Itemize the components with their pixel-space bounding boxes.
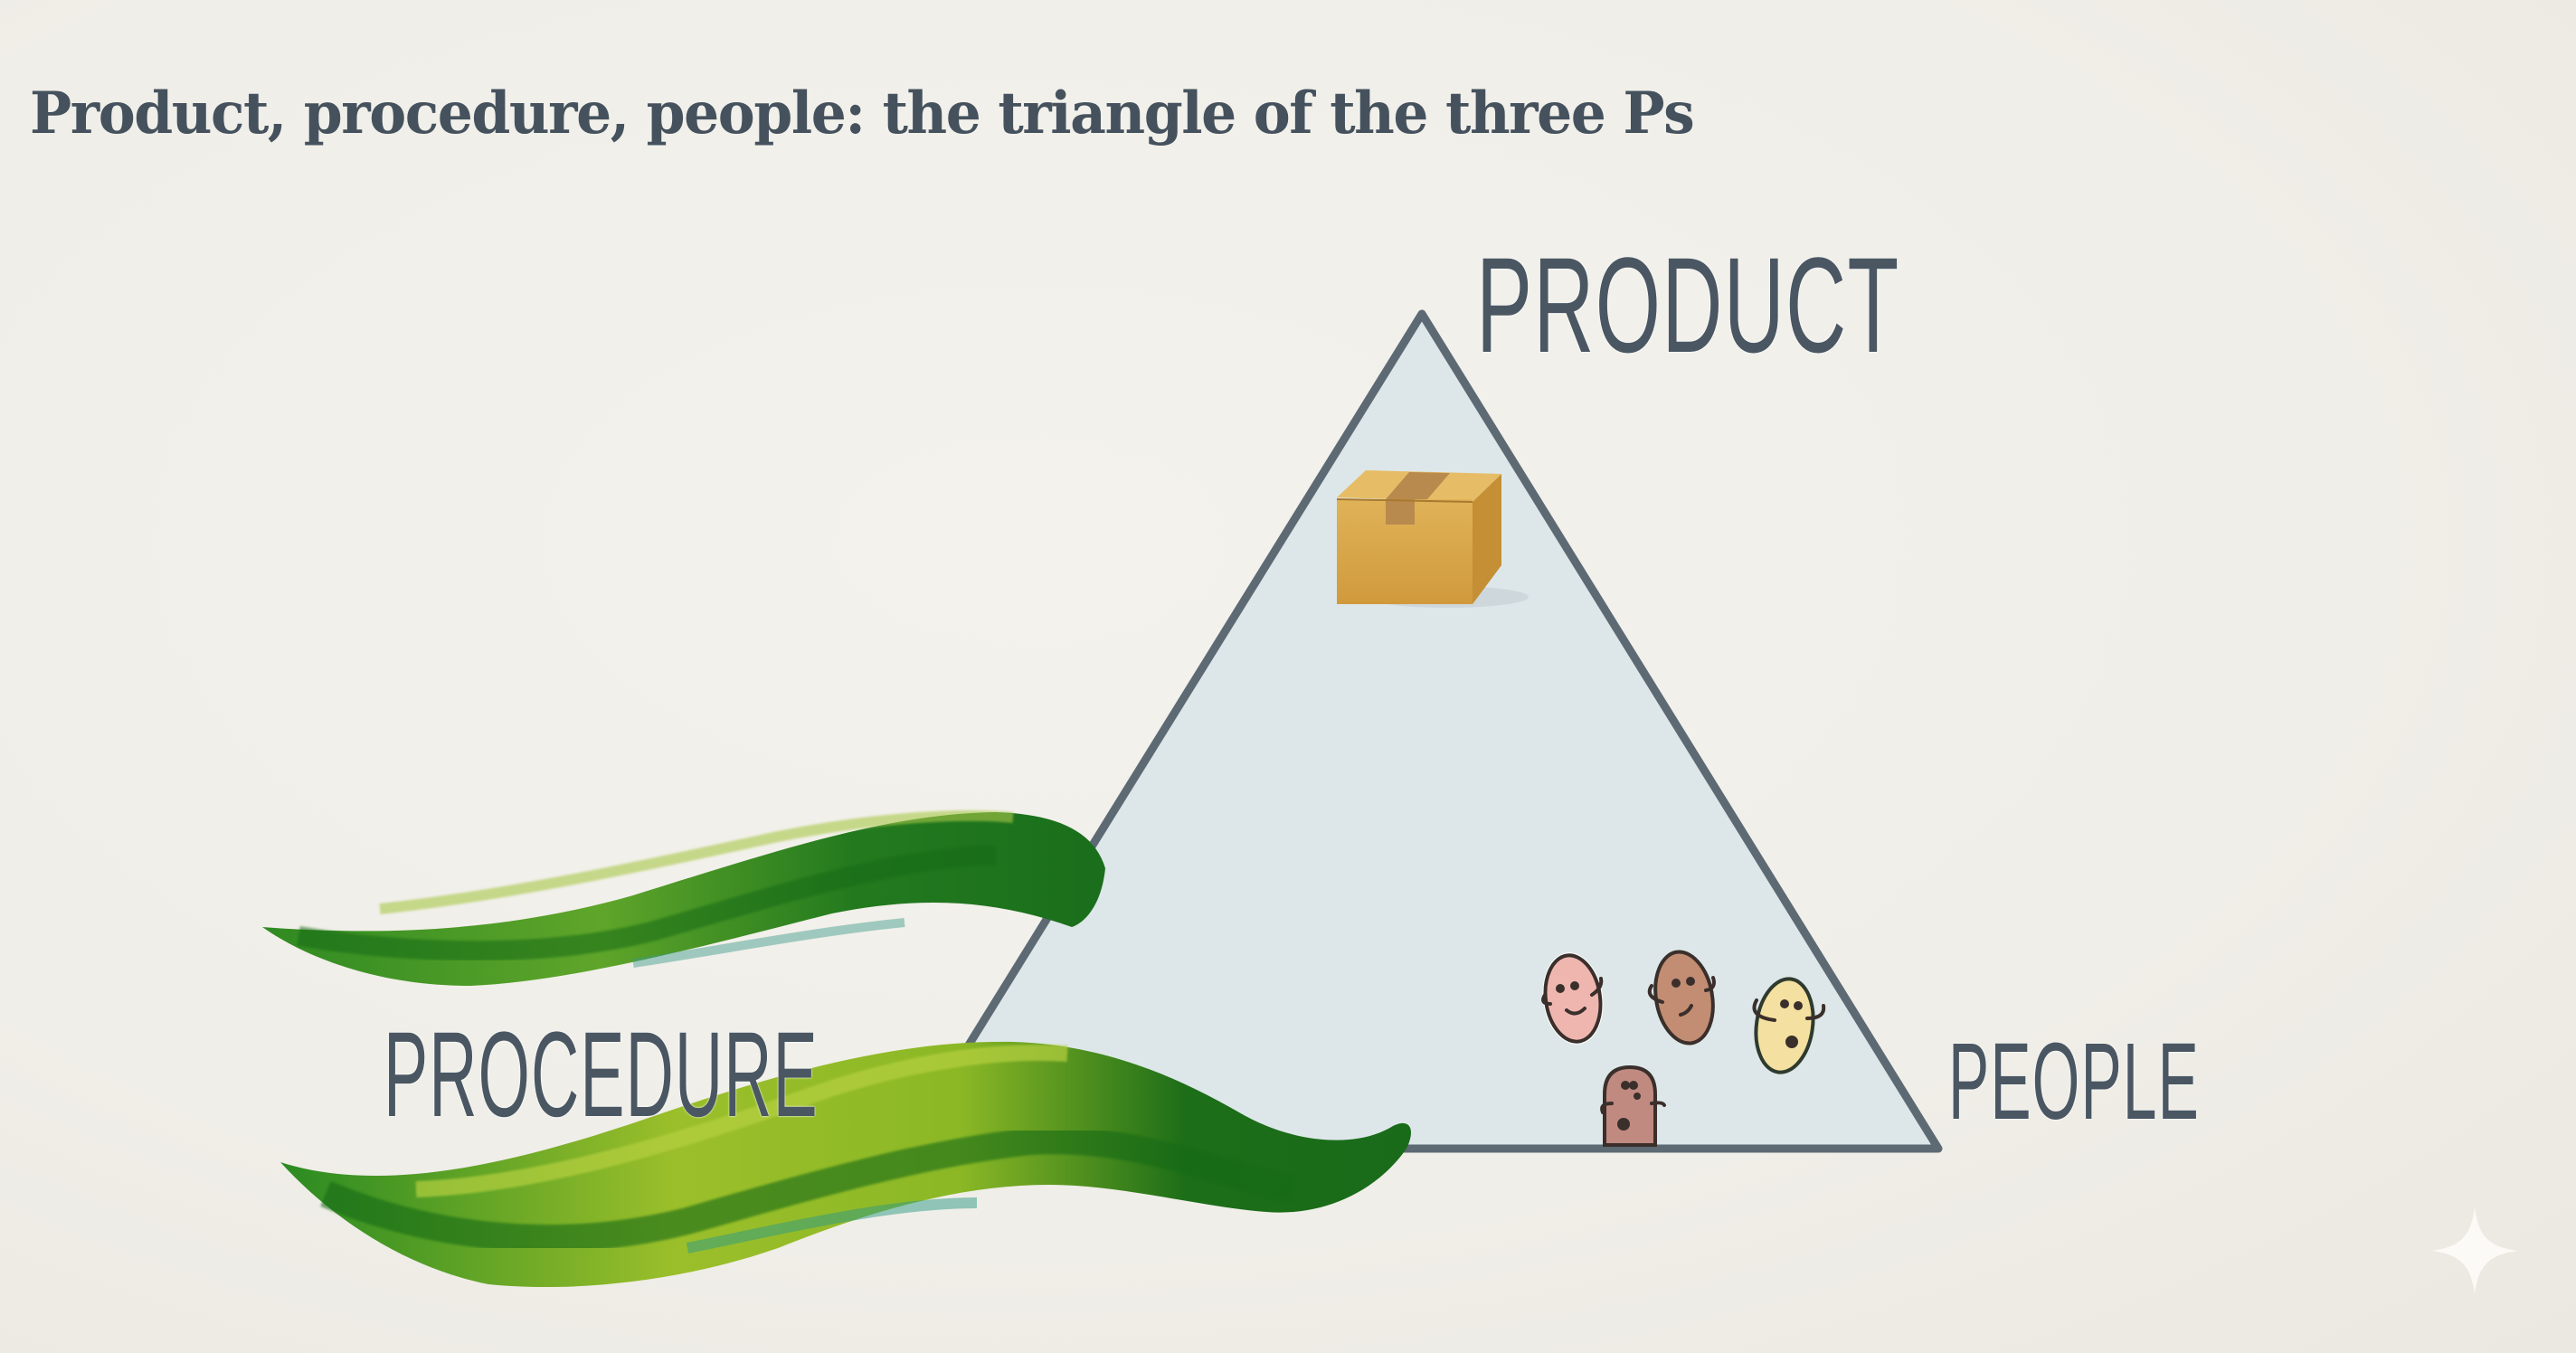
- green-brush-stroke-icon: [262, 809, 1411, 1288]
- label-procedure: PROCEDURE: [384, 1008, 819, 1142]
- cardboard-box-icon: [1336, 470, 1529, 608]
- person-mauve: [1600, 1064, 1666, 1147]
- people-figures-icon: [1541, 950, 1826, 1147]
- label-people: PEOPLE: [1948, 1019, 2200, 1142]
- page-title: Product, procedure, people: the triangle…: [30, 80, 1695, 147]
- triangle: [900, 309, 1943, 1153]
- sparkle-icon: [2431, 1207, 2518, 1294]
- label-product: PRODUCT: [1476, 229, 1900, 381]
- person-pink: [1541, 952, 1604, 1045]
- person-brown: [1647, 950, 1716, 1046]
- person-yellow: [1752, 977, 1826, 1074]
